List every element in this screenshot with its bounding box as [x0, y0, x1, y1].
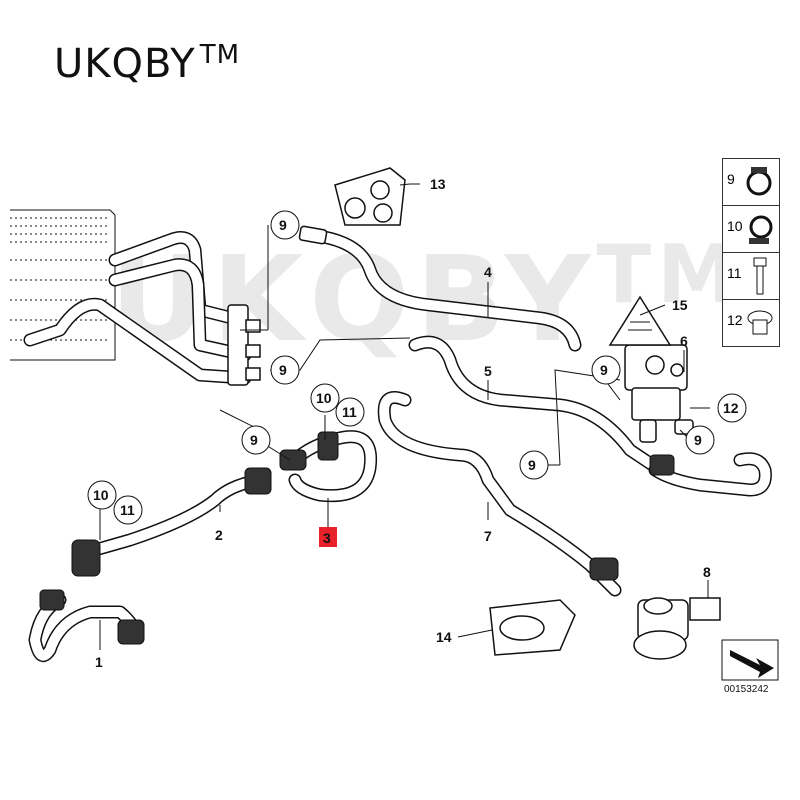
label-4: 4: [484, 264, 492, 280]
label-9c: 9: [250, 432, 258, 448]
callout-circle-10b: [87, 480, 117, 510]
legend-item-12: 12: [723, 300, 779, 346]
pipe-flange: [227, 304, 261, 386]
label-10a: 10: [316, 390, 332, 406]
callout-circle-9d: [519, 450, 549, 480]
legend-label-10: 10: [727, 218, 743, 234]
label-9b: 9: [279, 362, 287, 378]
hose-4: [298, 225, 582, 352]
bracket-13: [334, 167, 406, 226]
label-11b: 11: [120, 502, 135, 518]
callout-circle-9e: [591, 355, 621, 385]
callout-circle-9b: [270, 355, 300, 385]
label-7: 7: [484, 528, 492, 544]
hose-7: [377, 391, 622, 597]
callout-circle-9f: [685, 425, 715, 455]
warning-label-15: [608, 295, 672, 346]
callout-circle-11b: [113, 495, 143, 525]
label-9f: 9: [694, 432, 702, 448]
legend-label-9: 9: [727, 171, 735, 187]
label-9a: 9: [279, 217, 287, 233]
callout-circle-9a: [270, 210, 300, 240]
legend-label-12: 12: [727, 312, 743, 328]
label-6: 6: [680, 333, 688, 349]
hose-1: [28, 589, 145, 662]
clip-icon: [749, 215, 773, 244]
label-3: 3: [323, 530, 331, 546]
callout-circle-9c: [241, 425, 271, 455]
pump-8: [633, 597, 721, 660]
label-8: 8: [703, 564, 711, 580]
bracket-14: [489, 599, 576, 656]
label-1: 1: [95, 654, 103, 670]
label-9e: 9: [600, 362, 608, 378]
label-14: 14: [436, 629, 452, 645]
hose-5: [408, 335, 667, 477]
hose-2: [71, 467, 272, 577]
brand-tm: TM: [199, 40, 241, 70]
brand-name: UKQBY: [54, 41, 196, 87]
label-12: 12: [723, 400, 739, 416]
label-11a: 11: [342, 404, 357, 420]
legend-label-11: 11: [727, 265, 742, 281]
diagram-code: 00153242: [724, 684, 769, 695]
legend-item-11: 11: [723, 253, 779, 300]
clamp-icon: [746, 167, 772, 196]
direction-arrow: [721, 639, 779, 681]
label-9d: 9: [528, 457, 536, 473]
label-13: 13: [430, 176, 446, 192]
callout-circle-12: [717, 393, 747, 423]
label-2: 2: [215, 527, 223, 543]
callout-circle-11a: [335, 397, 365, 427]
label-15: 15: [672, 297, 688, 313]
callouts: 9 9 9 9 9 9 10 11 10 11 12 13 4 5 6 15 2…: [87, 176, 747, 670]
hose-3: [279, 430, 378, 503]
legend-panel: 9 10 11 12: [722, 158, 780, 347]
legend-item-10: 10: [723, 206, 779, 253]
callout-circle-10a: [310, 383, 340, 413]
hose-right-loop: [648, 452, 772, 497]
bolt-icon: [753, 257, 767, 295]
valve-6: [624, 344, 694, 443]
label-5: 5: [484, 363, 492, 379]
highlight-box-3: [319, 527, 337, 547]
legend-item-9: 9: [723, 159, 779, 206]
label-10b: 10: [93, 487, 109, 503]
heater-pipes: [23, 231, 252, 385]
heater-core: [10, 209, 116, 361]
grommet-icon: [747, 310, 773, 335]
